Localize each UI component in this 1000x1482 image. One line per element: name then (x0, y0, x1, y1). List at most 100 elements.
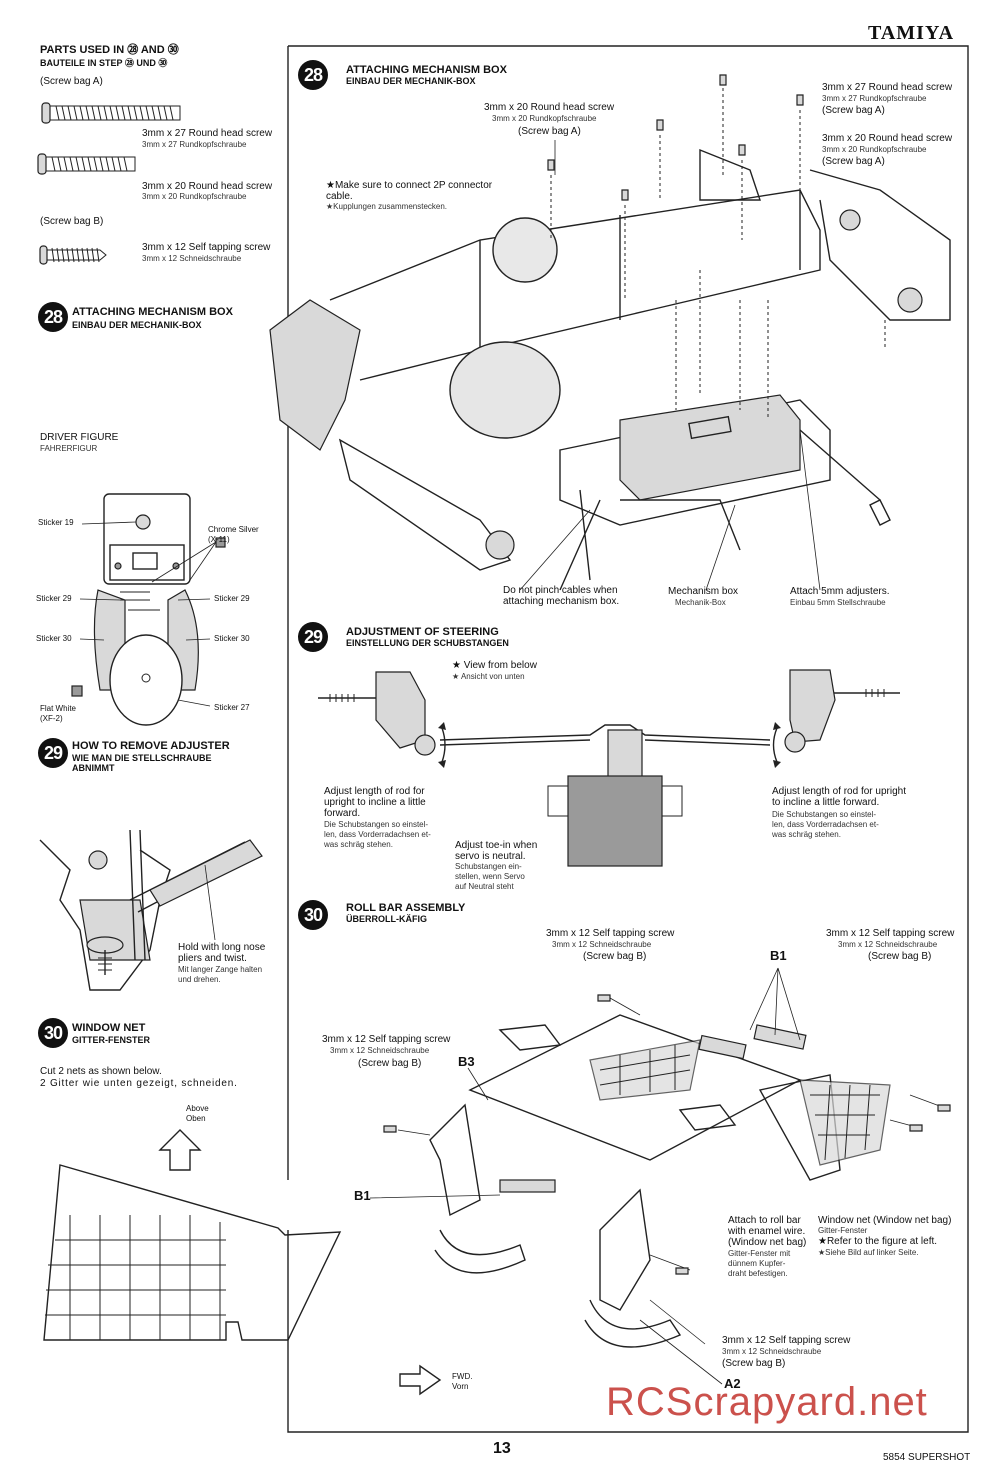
sticker-30-right-label: Sticker 30 (214, 634, 250, 643)
connector-note-en: ★Make sure to connect 2P connector cable… (326, 180, 493, 202)
pinch-warning: Do not pinch cables when attaching mecha… (503, 585, 620, 607)
flat-white-label: Flat White (XF-2) (40, 704, 77, 723)
driver-figure-drawing (71, 493, 226, 726)
steering-left-note-en: Adjust length of rod for upright to incl… (324, 786, 426, 819)
refer-figure-de: ★Siehe Bild auf linker Seite. (818, 1248, 919, 1257)
roll-bar-screw-bottom-bag: (Screw bag B) (722, 1358, 786, 1369)
parts-title-en: PARTS USED IN ㉘ AND ㉚ (40, 44, 179, 56)
connector-note-de: ★Kupplungen zusammenstecken. (326, 202, 448, 211)
sticker-29-right-label: Sticker 29 (214, 594, 250, 603)
step-30-badge: 30 (298, 900, 328, 930)
model-label: 5854 SUPERSHOT (883, 1452, 971, 1463)
step-28-left-title-de: EINBAU DER MECHANIK-BOX (72, 320, 202, 330)
roll-bar-screw-right-de: 3mm x 12 Schneidschraube (838, 940, 938, 949)
screw-20-callout-en: 3mm x 20 Round head screw (484, 102, 615, 113)
step-29-left-title-en: HOW TO REMOVE ADJUSTER (72, 740, 230, 752)
refer-figure-en: ★Refer to the figure at left. (818, 1236, 938, 1247)
screw-27-callout-en: 3mm x 27 Round head screw (822, 82, 953, 93)
roll-bar-screw-top-en: 3mm x 12 Self tapping screw (546, 928, 675, 939)
screw-20-right-callout-en: 3mm x 20 Round head screw (822, 133, 953, 144)
mechanism-box-assembly-drawing (269, 74, 951, 591)
step-28-title-de: EINBAU DER MECHANIK-BOX (346, 76, 476, 86)
above-label: Above Oben (186, 1104, 209, 1123)
driver-figure-title-de: FAHRERFIGUR (40, 444, 98, 453)
screw-20-right-callout-bag: (Screw bag A) (822, 156, 885, 167)
step-29-left-badge: 29 (38, 738, 68, 768)
roll-bar-screw-bottom-en: 3mm x 12 Self tapping screw (722, 1335, 851, 1346)
mechanism-box-label-en: Mechanism box (668, 586, 739, 597)
part-2-name-en: 3mm x 20 Round head screw (142, 181, 273, 192)
brand-logo: TAMIYA (868, 22, 955, 44)
window-net-bag-en: Window net (Window net bag) (818, 1215, 952, 1226)
screw-27-callout-bag: (Screw bag A) (822, 105, 885, 116)
part-3-name-en: 3mm x 12 Self tapping screw (142, 242, 271, 253)
step-30-left-badge: 30 (38, 1018, 68, 1048)
roll-bar-assembly-drawing (369, 967, 951, 1385)
part-a2-label: A2 (724, 1376, 741, 1391)
adjusters-note-en: Attach 5mm adjusters. (790, 586, 890, 597)
window-net-note-en: Cut 2 nets as shown below. (40, 1066, 162, 1077)
screw-12-drawing (39, 245, 107, 265)
screw-20-right-callout-de: 3mm x 20 Rundkopfschraube (822, 145, 927, 154)
fwd-label: FWD. Vorn (452, 1372, 473, 1391)
driver-figure-title-en: DRIVER FIGURE (40, 432, 119, 443)
roll-bar-screw-left-bag: (Screw bag B) (358, 1058, 422, 1069)
view-from-below-en: ★ View from below (452, 660, 537, 671)
roll-bar-screw-right-bag: (Screw bag B) (868, 951, 932, 962)
sticker-30-left-label: Sticker 30 (36, 634, 72, 643)
part-b3-label: B3 (458, 1054, 475, 1069)
adjuster-note-de: Mit langer Zange halten und drehen. (178, 965, 263, 984)
toe-in-note-en: Adjust toe-in when servo is neutral. (455, 840, 538, 862)
step-28-title-en: ATTACHING MECHANISM BOX (346, 64, 507, 76)
steering-linkage-drawing (318, 669, 900, 867)
screw-20-callout-de: 3mm x 20 Rundkopfschraube (492, 114, 597, 123)
view-from-below-de: ★ Ansicht von unten (452, 672, 525, 681)
step-28-badge: 28 (298, 60, 328, 90)
parts-title-de: BAUTEILE IN STEP ㉘ UND ㉚ (40, 58, 168, 68)
window-net-template (43, 1129, 442, 1396)
toe-in-note-de: Schubstangen ein- stellen, wenn Servo au… (455, 862, 525, 891)
sticker-27-label: Sticker 27 (214, 703, 250, 712)
steering-left-note-de: Die Schubstangen so einstel- len, dass V… (324, 820, 431, 849)
screw-20-callout-bag: (Screw bag A) (518, 126, 581, 137)
step-30-left-title-en: WINDOW NET (72, 1022, 146, 1034)
step-28-left-title-en: ATTACHING MECHANISM BOX (72, 306, 233, 318)
sticker-29-left-label: Sticker 29 (36, 594, 72, 603)
roll-bar-screw-left-en: 3mm x 12 Self tapping screw (322, 1034, 451, 1045)
screw-20-drawing (37, 153, 136, 175)
roll-bar-screw-right-en: 3mm x 12 Self tapping screw (826, 928, 955, 939)
step-29-title-de: EINSTELLUNG DER SCHUBSTANGEN (346, 638, 509, 648)
roll-bar-screw-bottom-de: 3mm x 12 Schneidschraube (722, 1347, 822, 1356)
screw-bag-b-label: (Screw bag B) (40, 216, 104, 227)
step-29-title-en: ADJUSTMENT OF STEERING (346, 626, 499, 638)
roll-bar-screw-left-de: 3mm x 12 Schneidschraube (330, 1046, 430, 1055)
screw-bag-a-label: (Screw bag A) (40, 76, 103, 87)
enamel-wire-note-de: Gitter-Fenster mit dünnem Kupfer- draht … (728, 1249, 791, 1278)
roll-bar-screw-top-de: 3mm x 12 Schneidschraube (552, 940, 652, 949)
step-30-left-title-de: GITTER-FENSTER (72, 1035, 150, 1045)
part-1-name-en: 3mm x 27 Round head screw (142, 128, 273, 139)
page-number: 13 (493, 1440, 511, 1457)
part-1-name-de: 3mm x 27 Rundkopfschraube (142, 140, 247, 149)
enamel-wire-note-en: Attach to roll bar with enamel wire. (Wi… (728, 1215, 807, 1248)
step-29-badge: 29 (298, 622, 328, 652)
part-2-name-de: 3mm x 20 Rundkopfschraube (142, 192, 247, 201)
part-b1-left-label: B1 (354, 1188, 371, 1203)
chrome-silver-label: Chrome Silver (X-11) (208, 525, 259, 544)
steering-right-note-en: Adjust length of rod for upright to incl… (772, 786, 906, 808)
screw-27-callout-de: 3mm x 27 Rundkopfschraube (822, 94, 927, 103)
part-b1-top-label: B1 (770, 948, 787, 963)
screw-27-drawing (41, 102, 181, 124)
roll-bar-screw-top-bag: (Screw bag B) (583, 951, 647, 962)
step-30-title-en: ROLL BAR ASSEMBLY (346, 902, 466, 914)
steering-right-note-de: Die Schubstangen so einstel- len, dass V… (772, 810, 879, 839)
mechanism-box-label-de: Mechanik-Box (675, 598, 726, 607)
window-net-bag-de: Gitter-Fenster (818, 1226, 868, 1235)
step-29-left-title-de: WIE MAN DIE STELLSCHRAUBE ABNIMMT (72, 753, 212, 773)
adjuster-removal-drawing (39, 829, 263, 991)
adjuster-note-en: Hold with long nose pliers and twist. (178, 942, 266, 964)
sticker-19-label: Sticker 19 (38, 518, 74, 527)
adjusters-note-de: Einbau 5mm Stellschraube (790, 598, 886, 607)
part-3-name-de: 3mm x 12 Schneidschraube (142, 254, 242, 263)
